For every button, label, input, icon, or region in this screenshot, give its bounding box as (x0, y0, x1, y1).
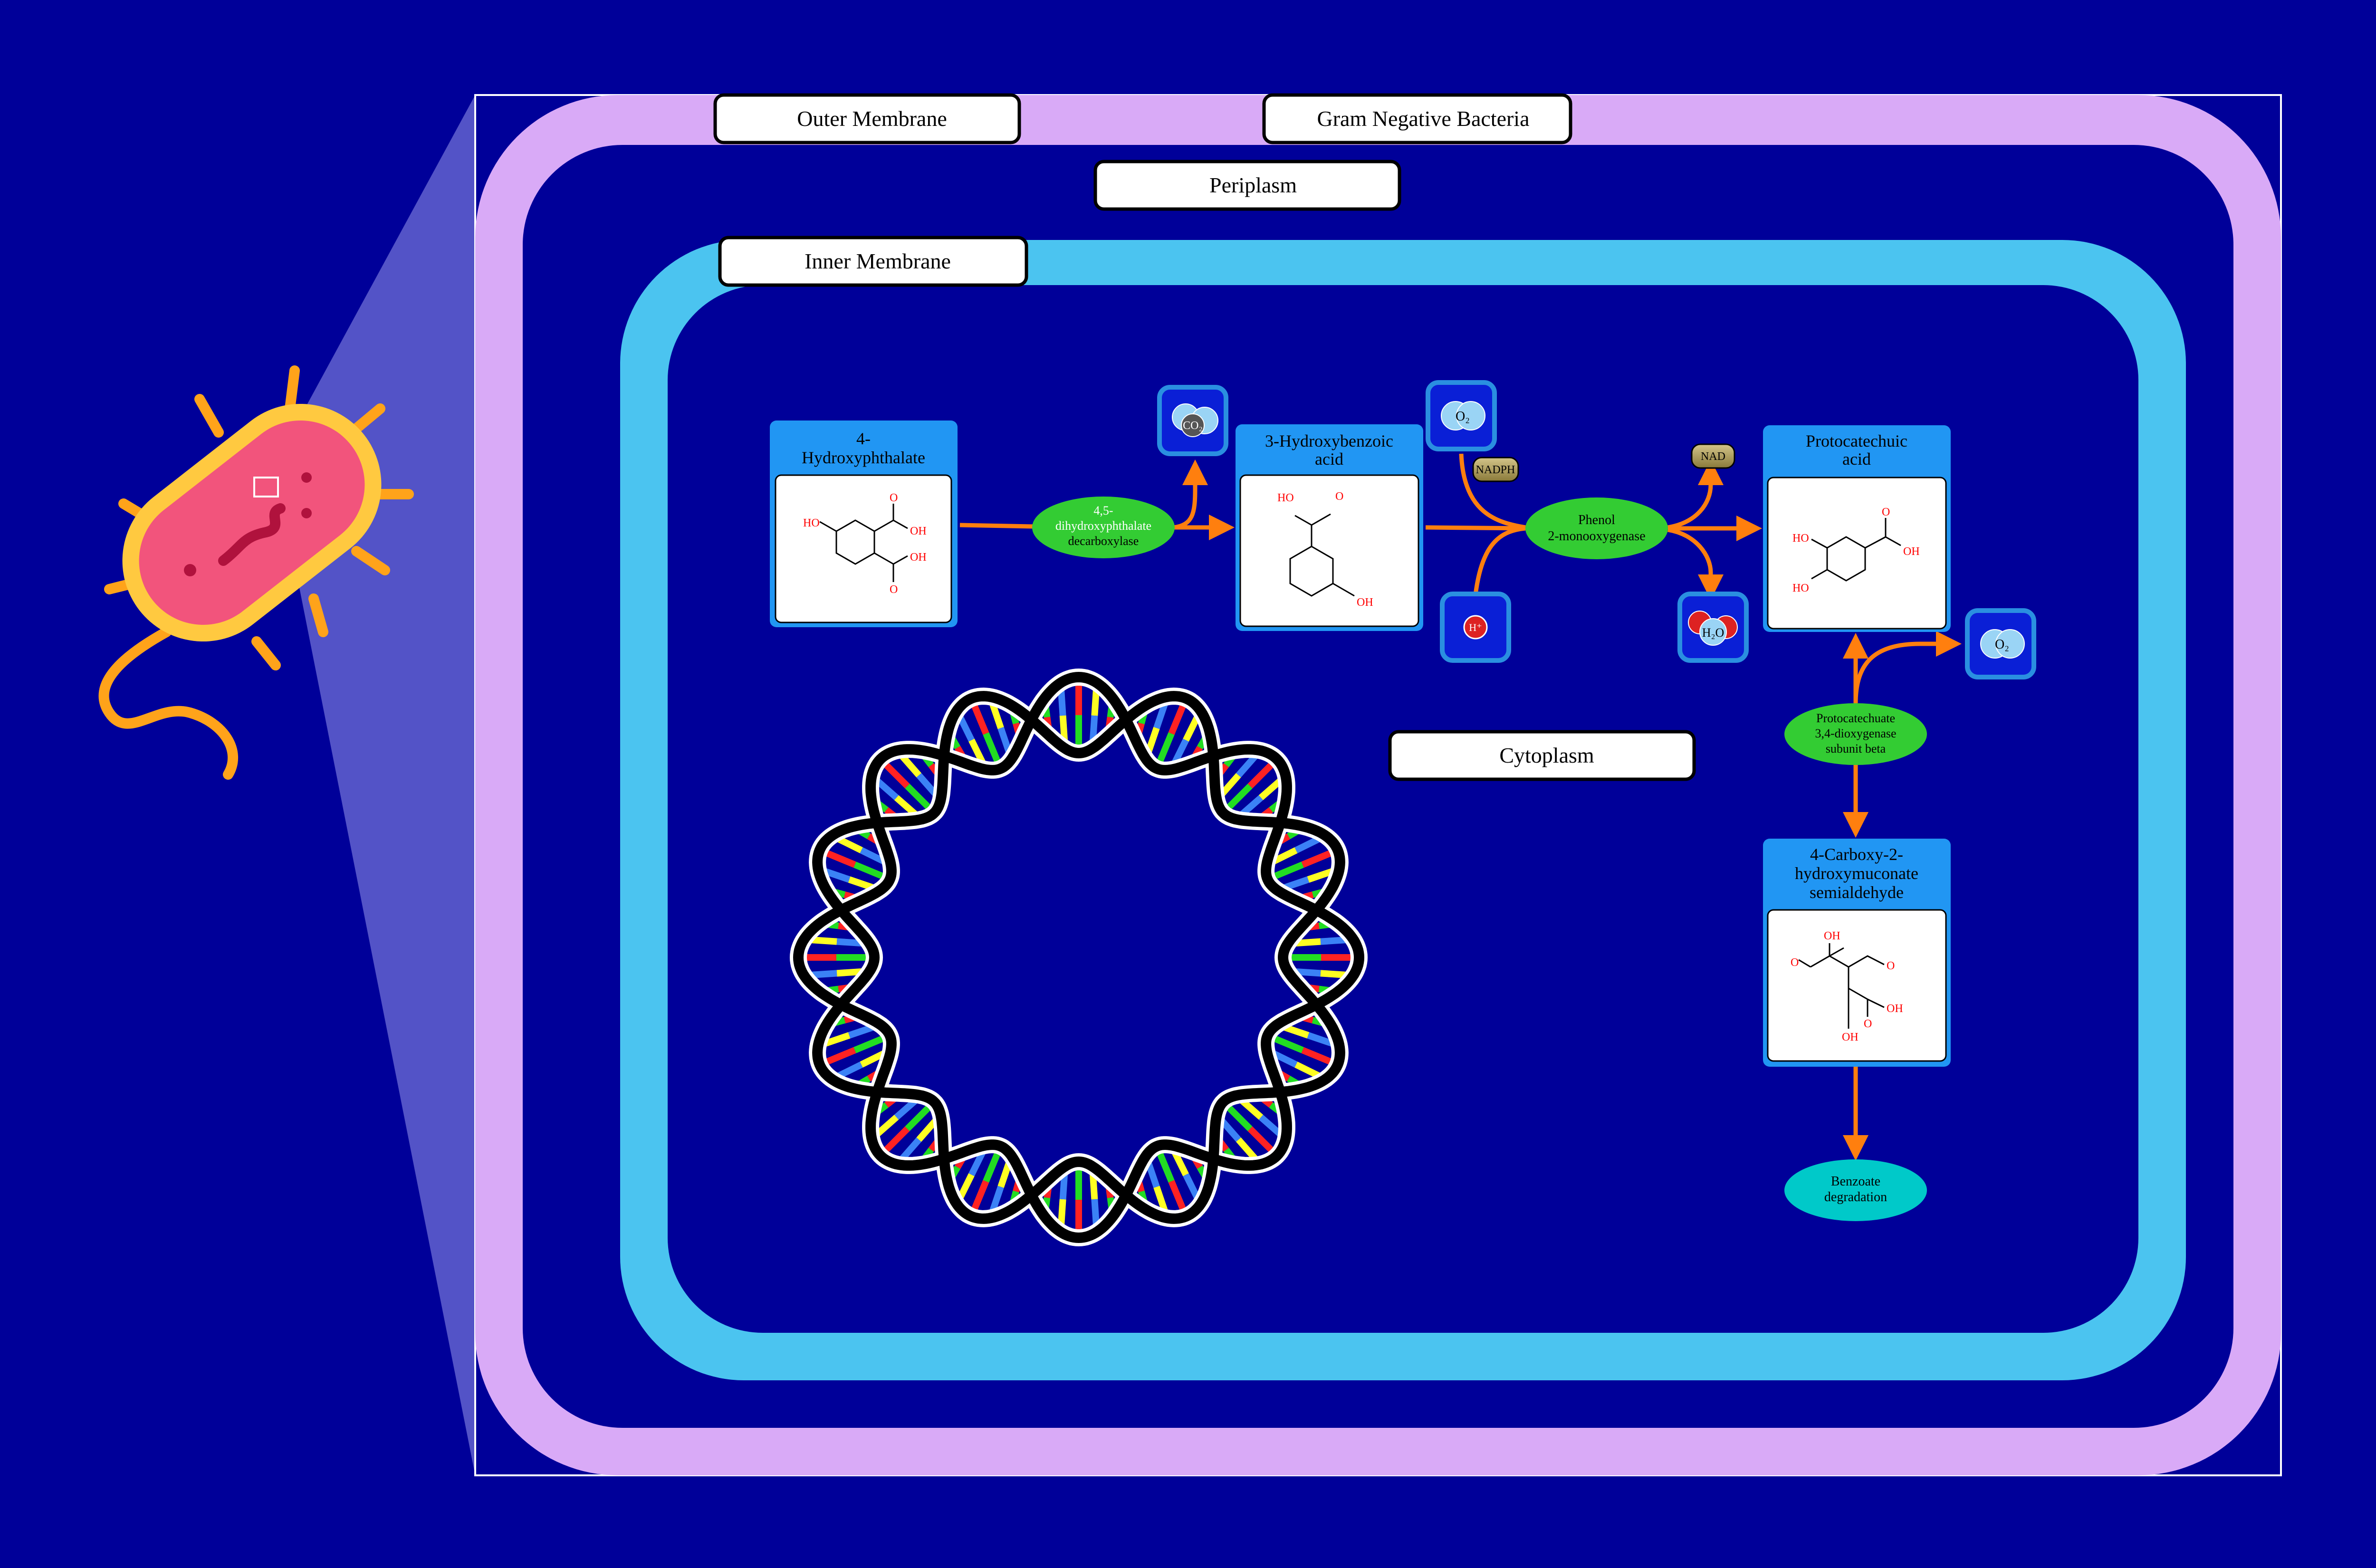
svg-text:O: O (890, 492, 898, 504)
svg-text:acid: acid (1315, 449, 1343, 468)
svg-text:NADPH: NADPH (1476, 464, 1515, 476)
hydroxybenzoic-structure (1289, 513, 1355, 597)
svg-text:OH: OH (1903, 545, 1920, 558)
pathway-benzoate-degradation[interactable]: Benzoate degradation (1784, 1159, 1927, 1221)
plasmid-dna-icon (789, 668, 1368, 1247)
compound-3-hydroxybenzoic-acid[interactable]: 3-Hydroxybenzoic acid HO O OH (1236, 424, 1423, 631)
svg-text:Protocatechuic: Protocatechuic (1806, 431, 1907, 450)
svg-text:acid: acid (1842, 449, 1871, 468)
svg-text:OH: OH (910, 551, 927, 564)
svg-text:OH: OH (1842, 1031, 1859, 1043)
reaction-arrows (959, 453, 1962, 1161)
enzyme-protocatechuate-dioxygenase[interactable]: Protocatechuate 3,4-dioxygenase subunit … (1784, 703, 1927, 765)
svg-text:O₂: O₂ (1995, 637, 2009, 652)
co2-molecule[interactable]: CO₂ (1157, 385, 1228, 456)
nad-cofactor[interactable]: NAD (1691, 443, 1735, 469)
nadph-cofactor[interactable]: NADPH (1472, 457, 1519, 482)
svg-text:OH: OH (1824, 930, 1840, 942)
svg-text:O: O (1864, 1018, 1872, 1030)
cytoplasm-label: Cytoplasm (1388, 730, 1696, 781)
svg-text:Gram Negative Bacteria: Gram Negative Bacteria (1317, 106, 1530, 131)
svg-text:OH: OH (1887, 1003, 1903, 1015)
gram-negative-label: Gram Negative Bacteria (1262, 93, 1572, 144)
svg-text:HO: HO (1792, 582, 1809, 594)
carboxy-semialdehyde-structure (1798, 943, 1885, 1029)
svg-text:hydroxymuconate: hydroxymuconate (1795, 864, 1918, 883)
h-plus-molecule[interactable]: H⁺ (1440, 592, 1511, 663)
compound-protocatechuic-acid[interactable]: Protocatechuic acid HO HO O OH (1763, 425, 1951, 632)
svg-text:HO: HO (1277, 492, 1294, 504)
svg-text:Hydroxyphthalate: Hydroxyphthalate (802, 448, 925, 467)
svg-text:4-Carboxy-2-: 4-Carboxy-2- (1810, 845, 1903, 864)
svg-text:4-: 4- (856, 429, 871, 448)
svg-text:Periplasm: Periplasm (1209, 173, 1297, 197)
svg-text:NAD: NAD (1701, 450, 1725, 463)
svg-text:Outer Membrane: Outer Membrane (797, 106, 947, 131)
svg-text:4,5-: 4,5- (1093, 504, 1113, 517)
outer-membrane-label: Outer Membrane (713, 93, 1021, 144)
svg-text:decarboxylase: decarboxylase (1068, 534, 1139, 548)
o2-molecule-input[interactable]: O₂ (1426, 380, 1497, 451)
svg-text:2-monooxygenase: 2-monooxygenase (1548, 529, 1645, 544)
h2o-molecule[interactable]: H₂O (1677, 592, 1749, 663)
svg-text:3,4-dioxygenase: 3,4-dioxygenase (1815, 727, 1896, 740)
bacterium-illustration (98, 365, 414, 780)
periplasm-label: Periplasm (1093, 160, 1401, 211)
svg-text:H₂O: H₂O (1702, 626, 1725, 640)
svg-text:O₂: O₂ (1456, 409, 1470, 424)
svg-text:H⁺: H⁺ (1469, 621, 1482, 633)
svg-text:3-Hydroxybenzoic: 3-Hydroxybenzoic (1265, 431, 1393, 450)
o2-molecule-dioxygenase[interactable]: O₂ (1965, 608, 2036, 679)
svg-text:HO: HO (1792, 532, 1809, 545)
svg-text:Benzoate: Benzoate (1831, 1174, 1880, 1189)
svg-text:O: O (1887, 960, 1895, 972)
inner-membrane-label: Inner Membrane (718, 236, 1028, 287)
enzyme-phenol-2-monooxygenase[interactable]: Phenol 2-monooxygenase (1525, 497, 1668, 559)
svg-text:Protocatechuate: Protocatechuate (1816, 711, 1895, 725)
svg-text:O: O (1335, 490, 1343, 503)
compound-4-carboxy-2-hydroxymuconate-semialdehyde[interactable]: 4-Carboxy-2- hydroxymuconate semialdehyd… (1763, 839, 1951, 1067)
hydroxyphthalate-structure (819, 504, 908, 582)
svg-text:OH: OH (910, 525, 927, 537)
compound-4-hydroxyphthalate[interactable]: 4- Hydroxyphthalate HO O OH OH O (770, 421, 958, 627)
svg-text:O: O (890, 583, 898, 596)
svg-text:subunit beta: subunit beta (1826, 742, 1886, 755)
svg-text:O: O (1882, 506, 1890, 518)
enzyme-dihydroxyphthalate-decarboxylase[interactable]: 4,5- dihydroxyphthalate decarboxylase (1032, 497, 1175, 558)
svg-text:OH: OH (1357, 596, 1373, 609)
svg-text:Phenol: Phenol (1578, 513, 1615, 527)
protocatechuic-structure (1811, 518, 1901, 582)
svg-text:HO: HO (803, 517, 820, 529)
svg-text:Inner Membrane: Inner Membrane (805, 249, 951, 273)
svg-text:degradation: degradation (1824, 1190, 1887, 1205)
svg-text:dihydroxyphthalate: dihydroxyphthalate (1055, 519, 1151, 533)
svg-text:O: O (1791, 956, 1799, 969)
svg-text:semialdehyde: semialdehyde (1810, 883, 1904, 902)
svg-text:CO₂: CO₂ (1183, 420, 1203, 432)
svg-text:Cytoplasm: Cytoplasm (1499, 743, 1594, 767)
